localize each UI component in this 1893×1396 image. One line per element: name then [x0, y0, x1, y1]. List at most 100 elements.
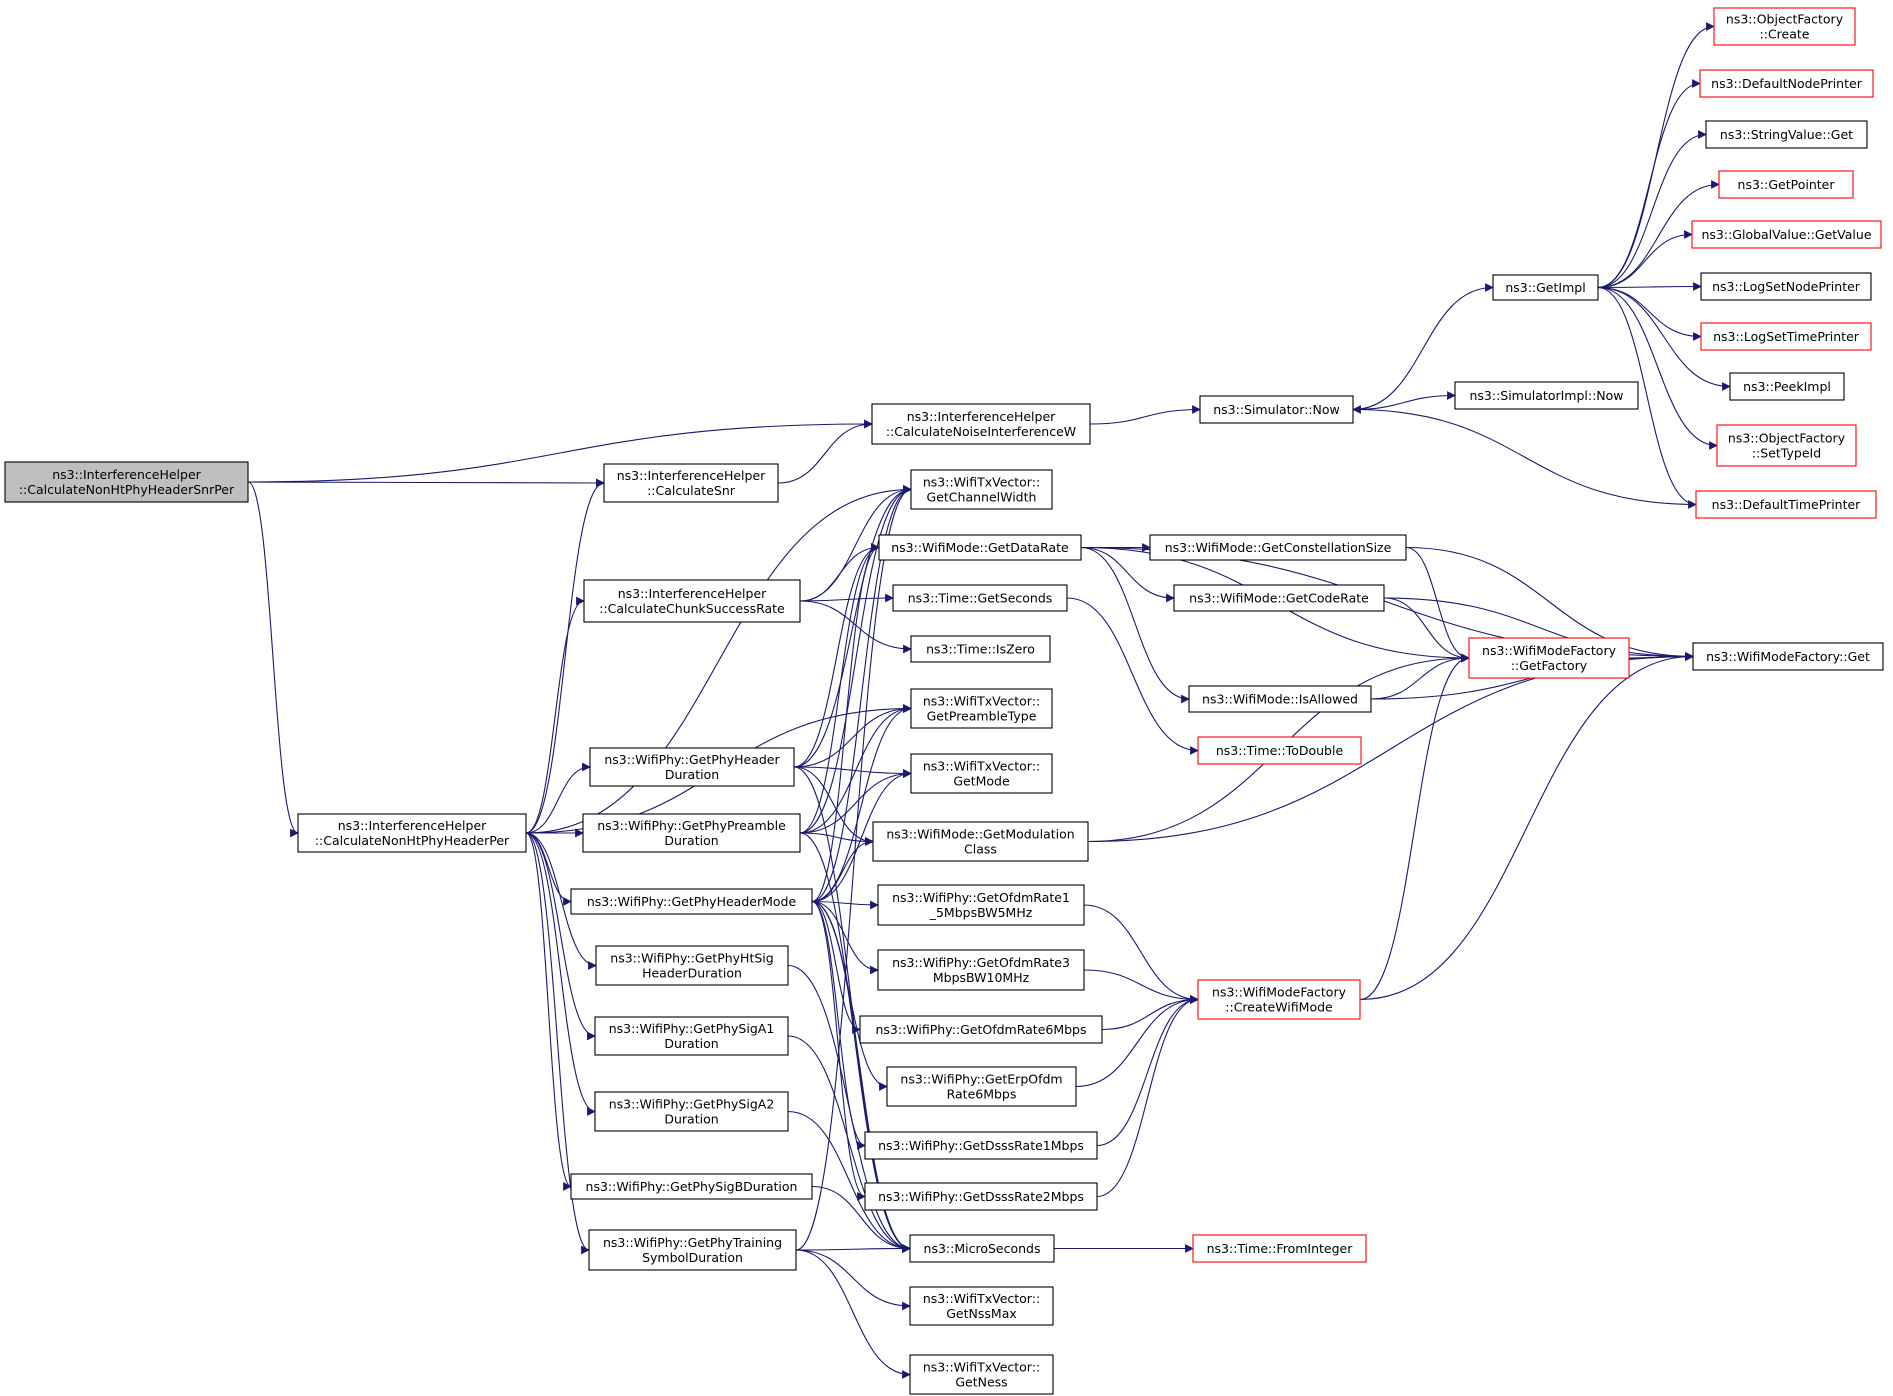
node-toDouble[interactable]: ns3::Time::ToDouble: [1197, 736, 1362, 765]
node-txPreamble[interactable]: ns3::WifiTxVector::GetPreambleType: [910, 688, 1053, 729]
node-getPointer[interactable]: ns3::GetPointer: [1718, 170, 1854, 199]
node-label-line: HeaderDuration: [642, 966, 742, 981]
edge-getImpl-to-peekImpl: [1597, 286, 1731, 391]
edge-codeRate-to-wmfGet: [1383, 597, 1694, 661]
node-ofdm6[interactable]: ns3::WifiPhy::GetOfdmRate6Mbps: [859, 1015, 1103, 1044]
edge-createMode-to-factGet: [1359, 653, 1470, 1001]
node-box: [859, 1015, 1103, 1044]
node-training[interactable]: ns3::WifiPhy::GetPhyTrainingSymbolDurati…: [588, 1229, 797, 1271]
node-fromInt[interactable]: ns3::Time::FromInteger: [1192, 1234, 1367, 1263]
node-ofCreate[interactable]: ns3::ObjectFactory::Create: [1713, 7, 1856, 46]
node-label-line: ns3::Simulator::Now: [1213, 402, 1340, 417]
node-box: [570, 1173, 813, 1200]
node-sigB[interactable]: ns3::WifiPhy::GetPhySigBDuration: [570, 1173, 813, 1200]
node-phyHdrMode[interactable]: ns3::WifiPhy::GetPhyHeaderMode: [570, 888, 813, 915]
node-label-line: GetChannelWidth: [927, 490, 1037, 505]
node-constSize[interactable]: ns3::WifiMode::GetConstellationSize: [1149, 534, 1407, 561]
node-root[interactable]: ns3::InterferenceHelper::CalculateNonHtP…: [4, 461, 249, 503]
node-nssMax[interactable]: ns3::WifiTxVector::GetNssMax: [909, 1286, 1054, 1326]
node-calcPer[interactable]: ns3::InterferenceHelper::CalculateNonHtP…: [297, 813, 527, 853]
node-modeDataRate[interactable]: ns3::WifiMode::GetDataRate: [878, 534, 1082, 561]
edge-sigB-to-micro: [811, 1185, 911, 1253]
node-label-line: ns3::WifiModeFactory::Get: [1706, 649, 1870, 664]
edge-training-to-txChanWidth: [795, 485, 912, 1251]
edge-phyHdrMode-to-txChanWidth: [811, 485, 912, 903]
edge-phyHdrMode-to-micro: [811, 900, 911, 1253]
node-getImpl[interactable]: ns3::GetImpl: [1492, 274, 1599, 301]
edge-codeRate-to-factGet: [1383, 597, 1470, 663]
node-simNow[interactable]: ns3::Simulator::Now: [1199, 395, 1354, 424]
node-box: [594, 1091, 789, 1132]
node-ofSetTypeId[interactable]: ns3::ObjectFactory::SetTypeId: [1716, 424, 1857, 467]
node-timeSeconds[interactable]: ns3::Time::GetSeconds: [892, 584, 1068, 612]
node-label-line: ns3::Time::GetSeconds: [908, 591, 1053, 606]
node-codeRate[interactable]: ns3::WifiMode::GetCodeRate: [1173, 584, 1385, 612]
node-label-line: ns3::WifiPhy::GetErpOfdm: [900, 1072, 1062, 1087]
node-box: [582, 813, 801, 853]
node-chunkRate[interactable]: ns3::InterferenceHelper::CalculateChunkS…: [583, 579, 801, 623]
edge-phyPreDur-to-txPreamble: [799, 704, 912, 834]
node-label-line: ns3::ObjectFactory: [1726, 12, 1844, 27]
edge-erp6-to-createMode: [1075, 995, 1199, 1088]
node-label-line: ns3::WifiPhy::GetPhyHeader: [604, 752, 780, 767]
node-logTime[interactable]: ns3::LogSetTimePrinter: [1700, 322, 1872, 351]
edge-phyHdrMode-to-erp6: [811, 900, 888, 1091]
node-box: [570, 888, 813, 915]
node-dsss1[interactable]: ns3::WifiPhy::GetDsssRate1Mbps: [864, 1131, 1098, 1160]
node-box: [864, 1131, 1098, 1160]
edge-phyPreDur-to-modeDataRate: [799, 543, 880, 834]
node-box: [1713, 7, 1856, 46]
node-box: [4, 461, 249, 503]
node-wmfGet[interactable]: ns3::WifiModeFactory::Get: [1692, 642, 1884, 671]
node-defNodePrinter[interactable]: ns3::DefaultNodePrinter: [1699, 69, 1874, 98]
node-label-line: ns3::Time::FromInteger: [1207, 1241, 1354, 1256]
node-gvGetValue[interactable]: ns3::GlobalValue::GetValue: [1691, 220, 1882, 249]
node-calcNoise[interactable]: ns3::InterferenceHelper::CalculateNoiseI…: [871, 403, 1091, 445]
node-txMode[interactable]: ns3::WifiTxVector::GetMode: [910, 753, 1053, 794]
node-micro[interactable]: ns3::MicroSeconds: [909, 1234, 1055, 1263]
node-label-line: ns3::WifiPhy::GetOfdmRate3: [892, 955, 1070, 970]
node-calcSnr[interactable]: ns3::InterferenceHelper::CalculateSnr: [603, 463, 779, 503]
node-label-line: ::CalculateNonHtPhyHeaderSnrPer: [19, 482, 235, 497]
edge-calcPer-to-phyHdrMode: [525, 832, 572, 906]
node-label-line: ns3::DefaultNodePrinter: [1711, 76, 1863, 91]
node-box: [910, 635, 1051, 663]
node-box: [878, 534, 1082, 561]
node-label-line: ns3::InterferenceHelper: [618, 586, 767, 601]
edge-calcPer-to-chunkRate: [525, 596, 585, 834]
node-ness[interactable]: ns3::WifiTxVector::GetNess: [909, 1354, 1054, 1395]
edge-root-to-calcPer: [247, 481, 299, 838]
edge-ofdm6-to-createMode: [1101, 995, 1199, 1031]
node-logNode[interactable]: ns3::LogSetNodePrinter: [1700, 272, 1872, 301]
edge-calcNoise-to-simNow: [1089, 405, 1201, 425]
node-isAllowed[interactable]: ns3::WifiMode::IsAllowed: [1188, 685, 1372, 713]
node-strGet[interactable]: ns3::StringValue::Get: [1705, 120, 1868, 149]
edge-calcPer-to-calcSnr: [525, 478, 605, 834]
edge-phyHdrMode-to-dsss1: [811, 900, 866, 1150]
node-timeIsZero[interactable]: ns3::Time::IsZero: [910, 635, 1051, 663]
node-label-line: _5MbpsBW5MHz: [929, 905, 1033, 920]
node-simImplNow[interactable]: ns3::SimulatorImpl::Now: [1454, 381, 1639, 410]
node-dsss2[interactable]: ns3::WifiPhy::GetDsssRate2Mbps: [864, 1182, 1098, 1211]
node-ofdm15[interactable]: ns3::WifiPhy::GetOfdmRate1_5MbpsBW5MHz: [877, 884, 1085, 926]
node-factGet[interactable]: ns3::WifiModeFactory::GetFactory: [1468, 637, 1630, 679]
edge-phyHdrMode-to-txMode: [811, 769, 912, 903]
node-layer: ns3::InterferenceHelper::CalculateNonHtP…: [4, 7, 1884, 1395]
node-defTimePrinter[interactable]: ns3::DefaultTimePrinter: [1695, 490, 1877, 519]
node-label-line: ::CalculateChunkSuccessRate: [599, 601, 785, 616]
node-txChanWidth[interactable]: ns3::WifiTxVector::GetChannelWidth: [910, 469, 1053, 510]
node-label-line: ns3::DefaultTimePrinter: [1712, 497, 1862, 512]
node-createMode[interactable]: ns3::WifiModeFactory::CreateWifiMode: [1197, 979, 1361, 1020]
node-peekImpl[interactable]: ns3::PeekImpl: [1729, 372, 1845, 401]
edge-phyHdrMode-to-ofdm6: [811, 900, 861, 1034]
node-label-line: ns3::WifiPhy::GetPhyHeaderMode: [587, 894, 797, 909]
node-label-line: ns3::Time::ToDouble: [1216, 743, 1344, 758]
